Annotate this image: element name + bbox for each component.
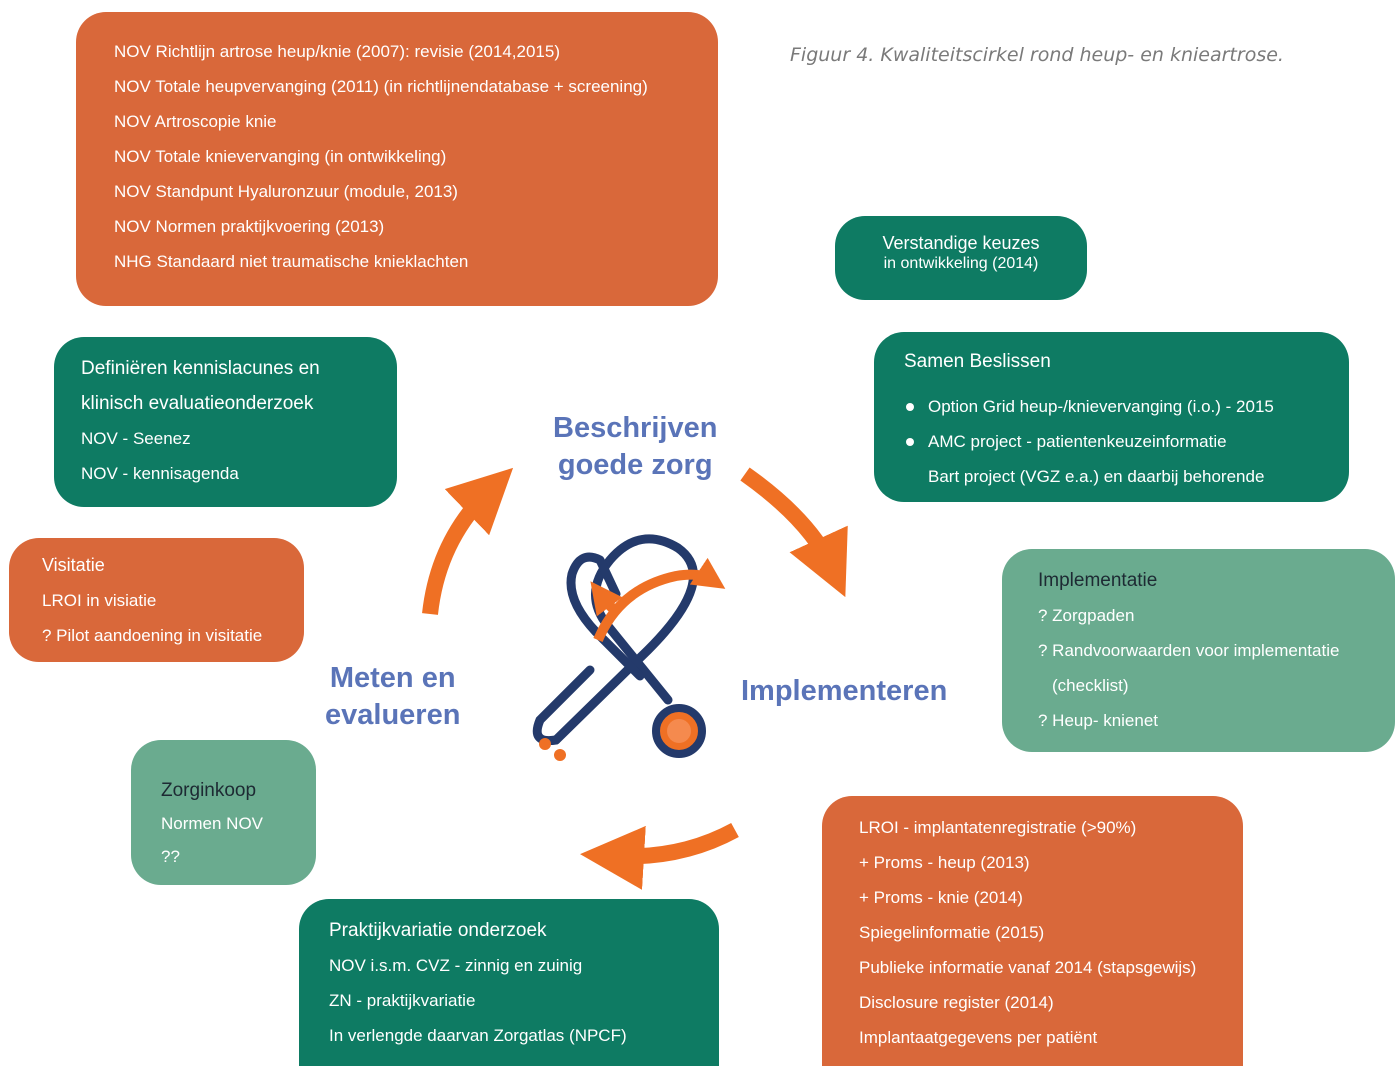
guideline-item: NOV Normen praktijkvoering (2013) (114, 217, 385, 236)
guideline-item: NOV Standpunt Hyaluronzuur (module, 2013… (114, 182, 458, 201)
box-title: Samen Beslissen (904, 351, 1051, 372)
box-title: Zorginkoop (161, 780, 257, 801)
implementation-box: Implementatie ? Zorgpaden ? Randvoorwaar… (1002, 549, 1395, 752)
phase-line: Meten en (329, 662, 456, 694)
list-item: Implantaatgegevens per patiënt (859, 1028, 1098, 1047)
phase-label-implement: Implementeren (741, 673, 947, 710)
cycle-arrow-icon (740, 467, 848, 598)
practice-variation-box: Praktijkvariatie onderzoek NOV i.s.m. CV… (299, 899, 719, 1066)
phase-line: Implementeren (741, 675, 948, 707)
phase-label-describe: Beschrijven goede zorg (553, 410, 717, 484)
box-title: Visitatie (42, 555, 105, 575)
list-item: Bart project (VGZ e.a.) en daarbij behor… (928, 467, 1265, 486)
knowledge-gaps-box: Definiëren kennislacunes en klinisch eva… (54, 337, 397, 507)
guideline-item: NOV Totale heupvervanging (2011) (in ric… (114, 77, 648, 96)
list-item: Normen NOV (161, 814, 264, 833)
list-item: ?? (161, 847, 180, 866)
box-title: Praktijkvariatie onderzoek (329, 920, 547, 941)
box-title: Implementatie (1038, 570, 1158, 591)
list-item: ? Heup- knienet (1038, 711, 1159, 730)
list-item: LROI in visiatie (42, 591, 157, 610)
bullet-item: AMC project - patientenkeuzeinformatie (904, 424, 1349, 459)
box-subtitle: in ontwikkeling (2014) (883, 255, 1039, 272)
list-item: (checklist) (1052, 676, 1129, 695)
guideline-item: NOV Totale knievervanging (in ontwikkeli… (114, 147, 447, 166)
list-item: NOV i.s.m. CVZ - zinnig en zuinig (329, 956, 583, 975)
box-title: Verstandige keuzes (882, 233, 1040, 253)
guideline-item: NOV Artroscopie knie (114, 112, 277, 131)
stethoscope-icon (532, 534, 726, 761)
box-title: klinisch evaluatieonderzoek (81, 393, 314, 414)
care-procurement-box: Zorginkoop Normen NOV ?? (131, 740, 316, 885)
cycle-arrow-icon (580, 822, 739, 890)
box-title: Definiëren kennislacunes en (81, 358, 320, 379)
list-item: NOV - kennisagenda (81, 464, 239, 483)
list-item: + Proms - knie (2014) (859, 888, 1023, 907)
list-item: + Proms - heup (2013) (859, 853, 1030, 872)
list-item: Disclosure register (2014) (859, 993, 1054, 1012)
sensible-choices-box: Verstandige keuzes in ontwikkeling (2014… (835, 216, 1087, 300)
list-item: NOV - Seenez (81, 429, 191, 448)
list-item: ZN - praktijkvariatie (329, 991, 476, 1010)
shared-decision-box: Samen Beslissen Option Grid heup-/knieve… (874, 332, 1349, 502)
list-item: In verlengde daarvan Zorgatlas (NPCF) (329, 1026, 627, 1045)
cycle-arrow-icon (422, 467, 514, 615)
list-item: ? Randvoorwaarden voor implementatie (1038, 641, 1340, 660)
guidelines-box: NOV Richtlijn artrose heup/knie (2007): … (76, 12, 718, 306)
phase-line: goede zorg (557, 449, 713, 481)
visitation-box: Visitatie LROI in visiatie ? Pilot aando… (9, 538, 304, 662)
lroi-box: LROI - implantatenregistratie (>90%) + P… (822, 796, 1243, 1066)
figure-caption: Figuur 4. Kwaliteitscirkel rond heup- en… (790, 44, 1284, 66)
bullet-item: Option Grid heup-/knievervanging (i.o.) … (904, 389, 1349, 424)
phase-label-measure: Meten en evalueren (325, 660, 460, 734)
list-item: LROI - implantatenregistratie (>90%) (859, 818, 1137, 837)
phase-line: Beschrijven (553, 412, 718, 444)
list-item: ? Zorgpaden (1038, 606, 1135, 625)
list-item: Spiegelinformatie (2015) (859, 923, 1045, 942)
list-item: ? Pilot aandoening in visitatie (42, 626, 263, 645)
guideline-item: NOV Richtlijn artrose heup/knie (2007): … (114, 42, 561, 61)
phase-line: evalueren (325, 699, 461, 731)
list-item: Publieke informatie vanaf 2014 (stapsgew… (859, 958, 1197, 977)
guideline-item: NHG Standaard niet traumatische knieklac… (114, 252, 469, 271)
